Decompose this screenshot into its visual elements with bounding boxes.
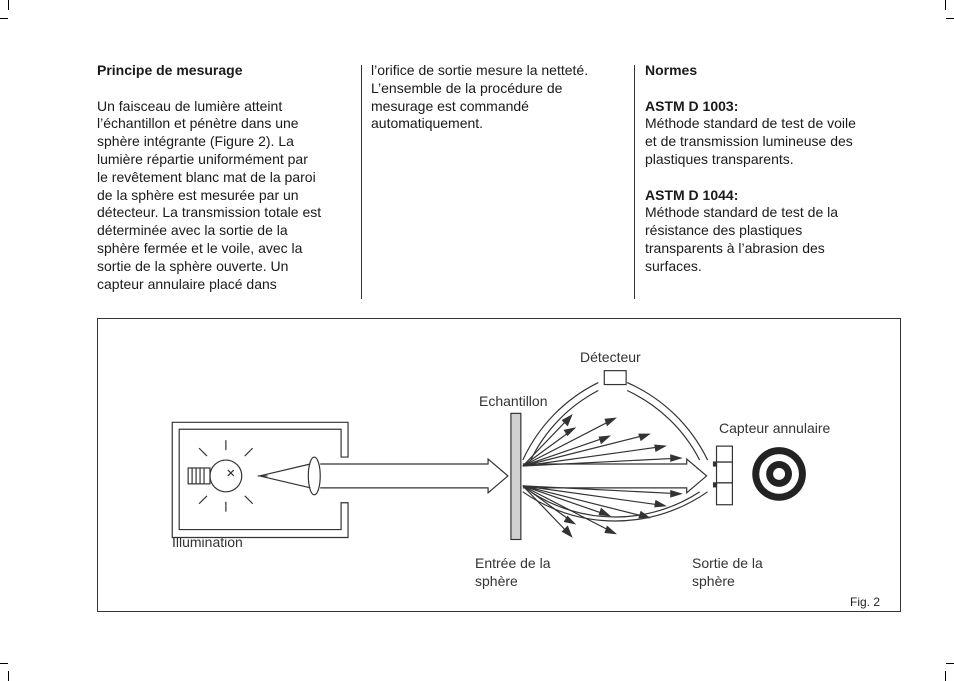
column-standards: Normes ASTM D 1003: Méthode standard de … [645, 62, 905, 276]
standard-line: résistance des plastiques [645, 222, 803, 239]
label-illumination: Illumination [172, 534, 243, 550]
lens [307, 456, 321, 496]
label-line: sphère [475, 573, 518, 589]
body-line: détecteur. La transmission totale est [97, 204, 322, 221]
crop-mark [0, 18, 8, 19]
standard-title: ASTM D 1003: [645, 97, 739, 114]
column-continued: l’orifice de sortie mesure la netteté. L… [371, 62, 631, 133]
body-line: le revêtement blanc mat de la paroi [97, 168, 316, 185]
standard-title: ASTM D 1044: [645, 186, 739, 203]
column-principle: Principe de mesurage Un faisceau de lumi… [97, 62, 357, 293]
crop-mark [945, 671, 946, 681]
crop-mark [8, 0, 9, 10]
body-line: capteur annulaire placé dans [97, 275, 277, 292]
crop-mark [945, 0, 946, 10]
body-line: mesurage est commandé [371, 97, 529, 114]
crop-mark [8, 671, 9, 681]
body-line: sphère fermée et le voile, avec la [97, 239, 303, 256]
label-line: sphère [692, 573, 735, 589]
sphere-wall-upper [522, 382, 709, 461]
diagram-drawing [171, 370, 806, 541]
sphere-wall-lower [522, 491, 708, 522]
body-line: Un faisceau de lumière atteint [97, 97, 283, 114]
crop-mark [0, 663, 8, 664]
crop-mark [946, 18, 954, 19]
body-line: L’ensemble de la procédure de [371, 79, 563, 96]
detector-block [603, 370, 627, 386]
section-heading-principle: Principe de mesurage [97, 62, 243, 78]
body-line: l’échantillon et pénètre dans une [97, 115, 299, 132]
column-divider [634, 65, 635, 299]
label-ring-sensor: Capteur annulaire [719, 420, 831, 436]
ring-sensor-blocks [712, 445, 733, 506]
bulb-icon [187, 440, 268, 512]
target-icon [752, 447, 806, 501]
body-line: l’orifice de sortie mesure la netteté. [371, 62, 589, 78]
body-line: automatiquement. [371, 115, 484, 132]
standard-line: et de transmission lumineuse des [645, 133, 853, 150]
body-line: déterminée avec la sortie de la [97, 222, 288, 239]
sphere-wall-upper-inner [530, 389, 701, 461]
body-line: lumière répartie uniformément par [97, 150, 308, 167]
label-line: Entrée de la [475, 555, 551, 571]
standard-line: plastiques transparents. [645, 150, 794, 167]
label-detector: Détecteur [580, 349, 641, 365]
body-line: sortie de la sphère ouverte. Un [97, 257, 289, 274]
standard-line: Méthode standard de test de voile [645, 115, 856, 132]
light-cone [259, 463, 311, 489]
light-beam [320, 457, 509, 495]
label-sample: Echantillon [479, 393, 548, 409]
body-line: sphère intégrante (Figure 2). La [97, 133, 294, 150]
scattered-rays-down [522, 485, 683, 538]
standard-line: transparents à l’abrasion des [645, 239, 825, 256]
label-sphere-exit: Sortie de la sphère [692, 554, 763, 590]
label-sphere-entry: Entrée de la sphère [475, 554, 551, 590]
transmitted-beam [522, 457, 708, 495]
figure-caption: Fig. 2 [850, 595, 881, 609]
section-heading-standards: Normes [645, 62, 698, 78]
figure-measurement-diagram: Détecteur Echantillon Capteur annulaire … [97, 318, 901, 612]
sample-plate [510, 412, 522, 541]
crop-mark [946, 663, 954, 664]
column-divider [361, 65, 362, 299]
lamp-housing [171, 421, 349, 539]
sphere-wall-lower-inner [530, 491, 700, 518]
standard-line: surfaces. [645, 257, 702, 274]
scattered-rays-up [522, 414, 683, 467]
standard-line: Méthode standard de test de la [645, 204, 839, 221]
label-line: Sortie de la [692, 555, 763, 571]
body-line: de la sphère est mesurée par un [97, 186, 299, 203]
